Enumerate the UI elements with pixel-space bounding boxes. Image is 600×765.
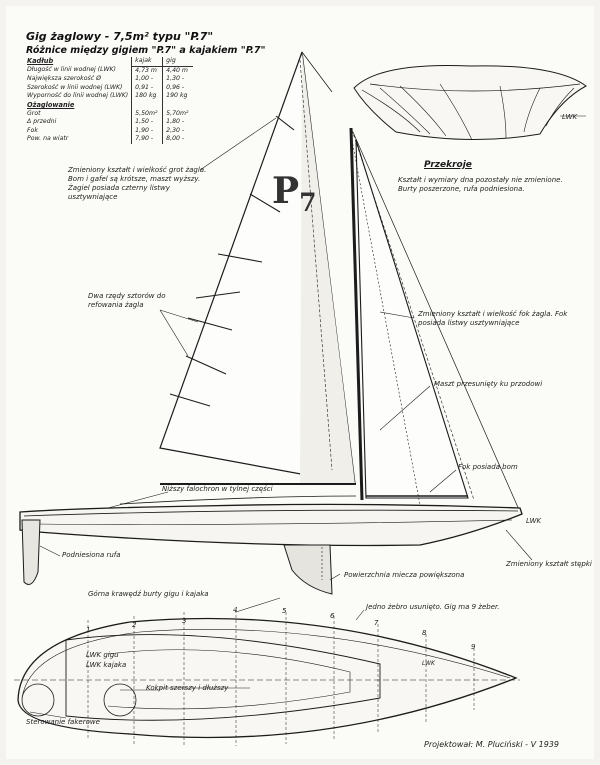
spec-kajak: 1,90 - bbox=[131, 126, 163, 136]
drawing-title: Gig żaglowy - 7,5m² typu "P.7" bbox=[26, 30, 214, 43]
col-kajak: kajak bbox=[131, 57, 163, 67]
spec-kajak: 4,73 m bbox=[131, 66, 163, 76]
sail-number: 7 bbox=[299, 188, 317, 217]
rudder bbox=[21, 519, 41, 585]
sail-letter: P bbox=[272, 170, 300, 212]
shroud bbox=[351, 139, 421, 506]
spec-row: Największa szerokość Ø 1,00 - 1,30 - bbox=[24, 75, 194, 84]
lwk-section-label: LWK bbox=[562, 113, 578, 121]
station-lines bbox=[87, 610, 475, 746]
spec-gig: 1,30 - bbox=[162, 75, 194, 84]
lwk-gig-label: LWK gigu bbox=[86, 651, 119, 659]
spec-row: Δ przedni 1,50 - 1,80 - bbox=[24, 118, 194, 127]
hull-plan bbox=[17, 617, 518, 739]
cockpit-inner bbox=[107, 649, 351, 710]
gaff bbox=[301, 51, 333, 93]
spec-label: Wyporność do linii wodnej (LWK) bbox=[27, 92, 129, 100]
centerboard-old bbox=[300, 544, 323, 580]
station-number: 6 bbox=[330, 612, 335, 620]
mast bbox=[349, 127, 364, 501]
station-number: 1 bbox=[86, 626, 91, 634]
hull-header: Kadłub bbox=[27, 57, 54, 66]
spec-gig: 2,30 - bbox=[162, 126, 194, 136]
mainsail-note: Zmieniony kształt i wielkość grot żagla.… bbox=[68, 166, 207, 201]
sheer-line bbox=[23, 509, 519, 517]
lwk-side-label: LWK bbox=[526, 517, 542, 525]
rig-header: Ożaglowanie bbox=[27, 100, 75, 109]
spec-gig: 0,96 - bbox=[162, 83, 194, 93]
centerboard-note: Powierzchnia miecza powiększona bbox=[344, 571, 465, 579]
rudder-note: Sterowanie fakerowe bbox=[26, 718, 100, 726]
hull-plan-old bbox=[21, 629, 511, 699]
forestay bbox=[352, 131, 521, 513]
sheer-note: Górna krawędź burty gigu i kajaka bbox=[88, 590, 209, 598]
spec-gig: 190 kg bbox=[162, 92, 194, 101]
leader-lines bbox=[29, 117, 533, 719]
spec-label: Fok bbox=[27, 126, 38, 134]
drawing-subtitle: Różnice między gigiem "P.7" a kajakiem "… bbox=[26, 45, 266, 56]
reefing-note: Dwa rzędy sztorów do refowania żagla bbox=[88, 292, 166, 309]
spec-label: Δ przedni bbox=[27, 118, 57, 126]
lwk-kajak-label: LWK kajaka bbox=[86, 661, 127, 669]
station-number: 7 bbox=[374, 619, 379, 627]
spec-gig: 4,40 m bbox=[162, 66, 194, 76]
sail-insignia: P7 bbox=[272, 170, 316, 217]
station-number: 3 bbox=[182, 617, 187, 625]
bow-circle bbox=[103, 683, 137, 717]
spec-kajak: 180 kg bbox=[131, 92, 163, 101]
sections-note: Kształt i wymiary dna pozostały nie zmie… bbox=[398, 176, 563, 193]
spec-label: Grot bbox=[27, 109, 41, 117]
mainsail-shade bbox=[300, 52, 355, 484]
spec-hull-header-row: Kadłub kajak gig bbox=[24, 57, 194, 67]
spec-label: Pow. na wiatr bbox=[27, 135, 69, 143]
spec-row: Szerokość w linii wodnej (LWK) 0,91 - 0,… bbox=[24, 83, 194, 93]
sections-title: Przekroje bbox=[424, 160, 472, 170]
spec-kajak: 5,50m² bbox=[131, 109, 163, 119]
spec-gig: 5,70m² bbox=[162, 109, 194, 119]
hull-side bbox=[19, 503, 523, 547]
sail-battens bbox=[169, 115, 295, 407]
spec-kajak: 1,00 - bbox=[131, 75, 163, 84]
rudder-circle bbox=[21, 683, 55, 717]
spec-kajak: 0,91 - bbox=[131, 83, 163, 93]
deck-top bbox=[119, 495, 357, 505]
mainsail-luff-dash bbox=[299, 59, 333, 471]
spec-row: Długość w linii wodnej (LWK) 4,73 m 4,40… bbox=[24, 66, 194, 76]
station-number: 4 bbox=[233, 606, 238, 614]
coaming-note: Niższy falochron w tylnej części bbox=[162, 485, 273, 493]
spec-row: Grot 5,50m² 5,70m² bbox=[24, 109, 194, 119]
col-gig: gig bbox=[162, 57, 194, 67]
spec-label: Szerokość w linii wodnej (LWK) bbox=[27, 83, 123, 91]
spec-gig: 8,00 - bbox=[162, 135, 194, 144]
lwk-plan-label: LWK bbox=[422, 660, 435, 667]
spec-rig-header-row: Ożaglowanie bbox=[24, 100, 194, 110]
stern-note: Podniesiona rufa bbox=[62, 551, 121, 559]
keel-note: Zmieniony kształt stępki bbox=[506, 560, 592, 568]
mast-note: Maszt przesunięty ku przodowi bbox=[434, 380, 543, 388]
station-number: 8 bbox=[422, 629, 427, 637]
spec-kajak: 1,50 - bbox=[131, 118, 163, 127]
cockpit bbox=[65, 634, 381, 721]
spec-row: Wyporność do linii wodnej (LWK) 180 kg 1… bbox=[24, 92, 194, 101]
station-number: 2 bbox=[132, 621, 137, 629]
spec-table: Kadłub kajak gig Długość w linii wodnej … bbox=[24, 57, 194, 144]
jib-note: Zmieniony kształt i wielkość fok żagla. … bbox=[418, 310, 568, 327]
spec-row: Pow. na wiatr 7,90 - 8,00 - bbox=[24, 135, 194, 144]
spec-label: Długość w linii wodnej (LWK) bbox=[27, 66, 116, 74]
designer-credit: Projektował: M. Pluciński - V 1939 bbox=[424, 740, 559, 749]
spec-label: Największa szerokość Ø bbox=[27, 75, 101, 83]
spec-row: Fok 1,90 - 2,30 - bbox=[24, 126, 194, 136]
cross-sections bbox=[353, 65, 587, 141]
waterline bbox=[35, 519, 513, 525]
station-number: 9 bbox=[471, 643, 476, 651]
centerboard bbox=[283, 544, 333, 595]
station-number: 5 bbox=[282, 607, 287, 615]
spec-kajak: 7,90 - bbox=[131, 135, 163, 144]
jib-boom-note: Fok posiada bom bbox=[458, 463, 518, 471]
spec-gig: 1,80 - bbox=[162, 118, 194, 127]
jib bbox=[355, 139, 469, 499]
cockpit-note: Kokpit szerszy i dłuższy bbox=[146, 684, 229, 692]
rib-note: Jedno żebro usunięto. Gig ma 9 żeber. bbox=[366, 603, 500, 611]
